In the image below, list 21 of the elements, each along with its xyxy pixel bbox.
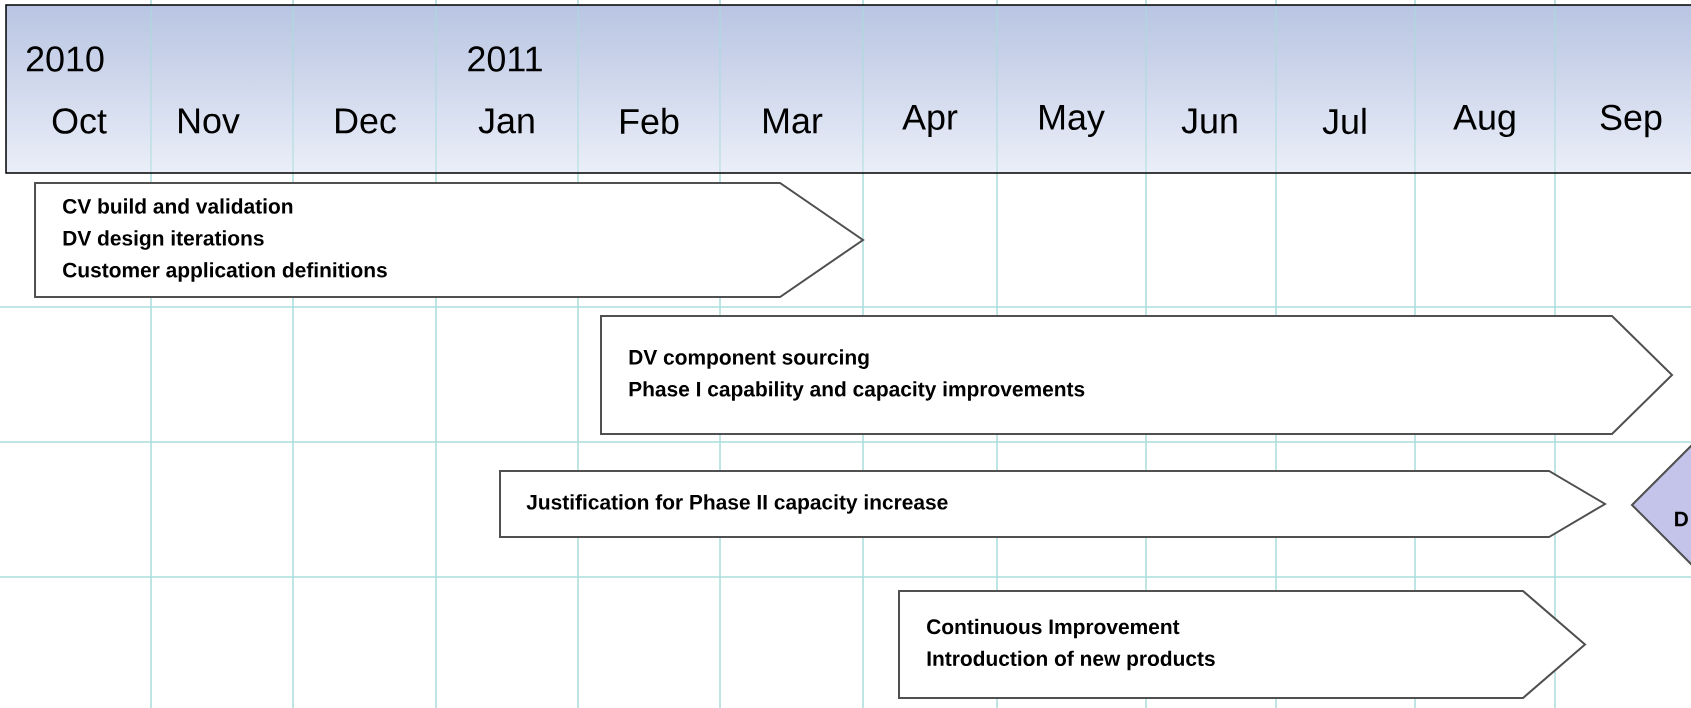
month-label: Oct: [52, 108, 107, 134]
arrow-box: Continuous Improvement Introduction of new products: [898, 590, 1587, 699]
node-label: Phase I capability and capacity improvements: [629, 381, 1085, 401]
arrow-box: DV component sourcing Phase I capability and capacity improvements: [600, 315, 1674, 435]
month-label: Jun: [1181, 108, 1237, 134]
month-label: Jan: [478, 108, 534, 134]
month-label: Nov: [179, 108, 240, 134]
month-label: Apr: [902, 104, 958, 138]
month-label: Sep: [1600, 104, 1662, 138]
month-label: Dec: [336, 108, 396, 134]
year-label: 2011: [468, 46, 542, 72]
arrow-box: CV build and validation DV design iterations Customer application definitions: [34, 182, 865, 298]
year-label: 2010: [26, 46, 104, 72]
month-label: Jul: [1322, 107, 1366, 135]
node-label: DV component sourcing: [629, 349, 869, 369]
month-label: Aug: [1453, 104, 1515, 138]
node-label: Introduction of new products: [927, 650, 1215, 671]
month-label: Mar: [764, 108, 823, 134]
node-label: Continuous Improvement: [927, 618, 1180, 639]
month-label: May: [1040, 104, 1105, 138]
month-label: Feb: [621, 107, 679, 135]
